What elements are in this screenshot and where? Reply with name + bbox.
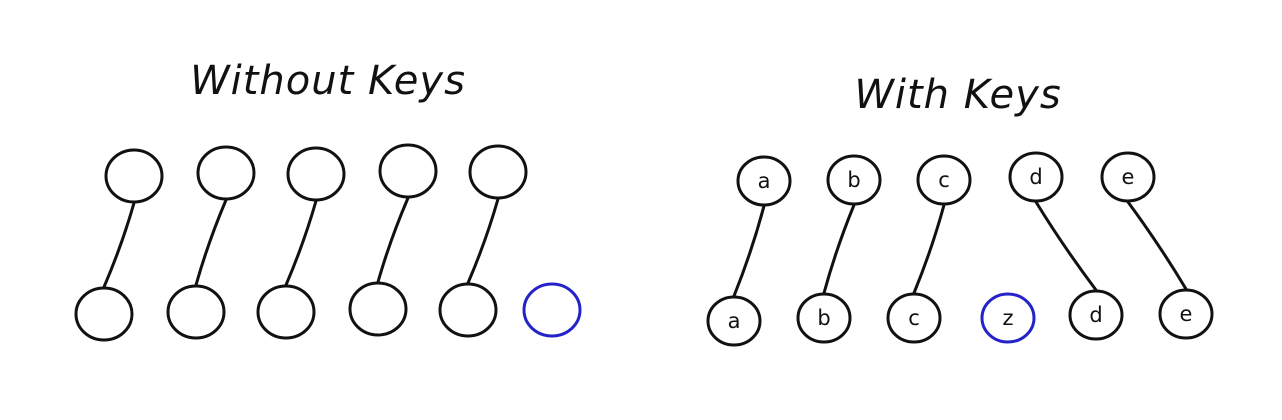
top-node: [104, 148, 164, 204]
node-label: c: [908, 306, 920, 330]
node-label: e: [1180, 302, 1193, 326]
links-with-keys: [732, 200, 1188, 298]
links-without-keys: [102, 196, 500, 289]
bottom-node: [438, 282, 498, 338]
link-line: [912, 203, 946, 295]
node-circle: [796, 292, 852, 344]
highlighted-node-circle: [980, 292, 1036, 344]
node-circle: [1008, 151, 1064, 203]
bottom-node: a: [706, 295, 762, 347]
node-label: b: [847, 168, 860, 192]
node-circle: [256, 284, 316, 340]
node-circle: [468, 144, 528, 200]
node-circle: [286, 146, 346, 202]
bottom-node: [74, 286, 134, 342]
node-circle: [378, 143, 438, 199]
node-label: e: [1122, 165, 1135, 189]
highlighted-node-circle: [522, 282, 582, 338]
top-nodes-with-keys: a b c d e: [736, 151, 1156, 207]
bottom-node: [522, 282, 582, 338]
node-circle: [1158, 288, 1214, 340]
node-label: a: [758, 169, 771, 193]
node-label: z: [1002, 306, 1013, 330]
top-node: b: [826, 154, 882, 206]
bottom-nodes-without-keys: [74, 281, 582, 342]
node-label: b: [817, 306, 830, 330]
panel-title-without-keys: Without Keys: [190, 58, 466, 104]
top-node: a: [736, 155, 792, 207]
node-circle: [438, 282, 498, 338]
node-circle: [74, 286, 134, 342]
node-circle: [886, 292, 942, 344]
link-line: [822, 203, 856, 295]
link-line: [102, 201, 136, 289]
link-line: [194, 198, 228, 287]
link-line: [376, 196, 410, 284]
node-circle: [104, 148, 164, 204]
node-label: c: [938, 168, 950, 192]
node-circle: [706, 295, 762, 347]
node-circle: [1100, 151, 1156, 203]
bottom-node: [166, 284, 226, 340]
node-label: d: [1029, 165, 1042, 189]
top-node: [468, 144, 528, 200]
top-nodes-without-keys: [104, 143, 528, 204]
node-label: a: [728, 309, 741, 333]
link-line: [284, 199, 318, 287]
top-node: [196, 145, 256, 201]
link-line: [466, 197, 500, 285]
node-circle: [736, 155, 792, 207]
bottom-node: z: [980, 292, 1036, 344]
node-circle: [916, 154, 972, 206]
top-node: [378, 143, 438, 199]
panel-without-keys: Without Keys: [74, 58, 582, 342]
node-circle: [196, 145, 256, 201]
bottom-node: b: [796, 292, 852, 344]
panel-title-with-keys: With Keys: [854, 72, 1061, 118]
bottom-node: [256, 284, 316, 340]
node-circle: [826, 154, 882, 206]
bottom-node: e: [1158, 288, 1214, 340]
top-node: c: [916, 154, 972, 206]
node-label: d: [1089, 303, 1102, 327]
bottom-node: d: [1068, 289, 1124, 341]
link-line: [732, 204, 766, 298]
top-node: d: [1008, 151, 1064, 203]
node-circle: [1068, 289, 1124, 341]
top-node: [286, 146, 346, 202]
panel-with-keys: With Keys a b c d e a b c z d e: [706, 72, 1214, 347]
link-line: [1034, 200, 1098, 292]
node-circle: [348, 281, 408, 337]
top-node: e: [1100, 151, 1156, 203]
bottom-node: [348, 281, 408, 337]
link-line: [1126, 200, 1188, 291]
node-circle: [166, 284, 226, 340]
bottom-node: c: [886, 292, 942, 344]
